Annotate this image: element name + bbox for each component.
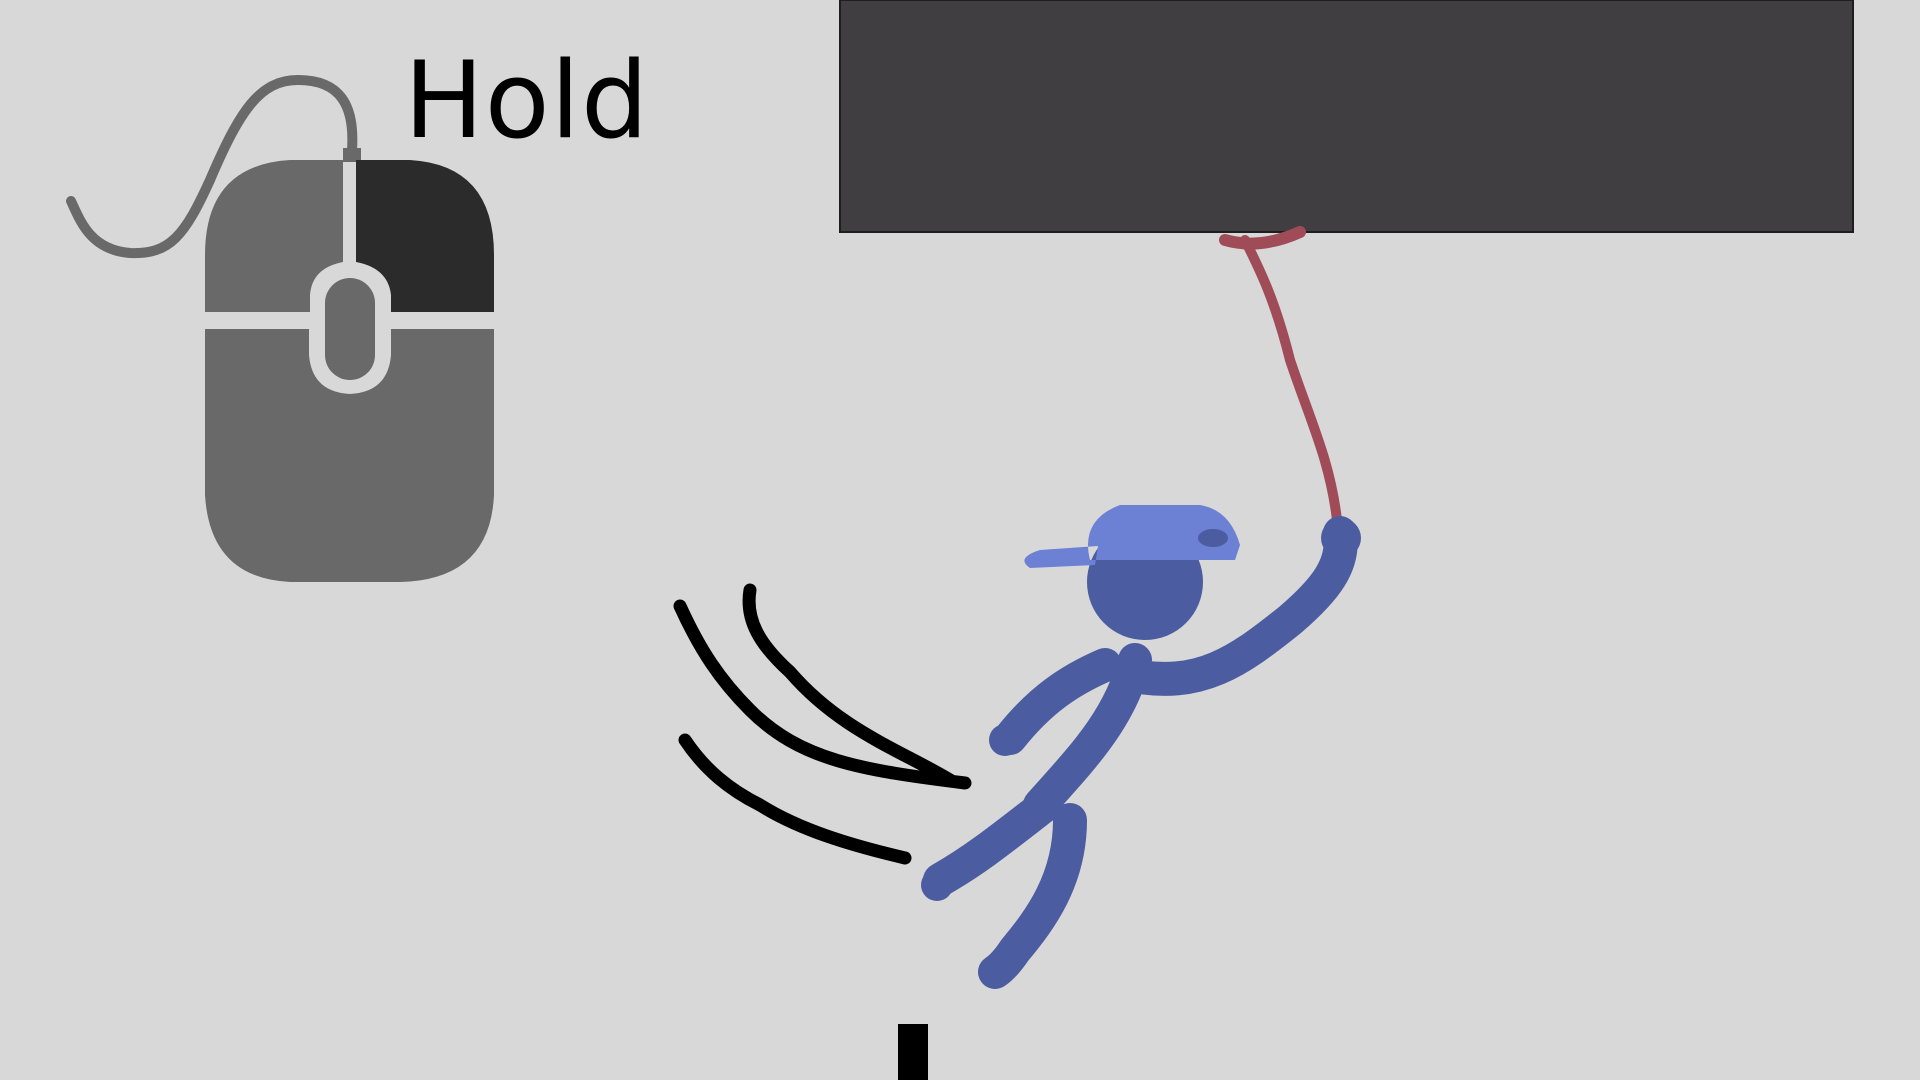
player-character (921, 505, 1361, 989)
player-foot (989, 724, 1021, 756)
player-arm-raised (1113, 516, 1358, 696)
grapple-platform (839, 0, 1854, 233)
hold-instruction-label: Hold (404, 39, 650, 162)
mouse-left-button (205, 160, 343, 312)
player-leg-back (923, 788, 1062, 897)
player-torso (1023, 643, 1152, 822)
player-hand (979, 956, 1011, 988)
player-hand (1321, 518, 1361, 558)
motion-line (673, 599, 972, 790)
motion-line (678, 733, 912, 865)
ground-post (898, 1024, 928, 1080)
mouse-right-button (356, 160, 494, 312)
player-foot (921, 869, 953, 901)
player-cap-icon (1024, 505, 1240, 568)
mouse-right-button-icon (66, 74, 494, 582)
motion-lines (673, 583, 972, 865)
mouse-cable-connector (343, 148, 361, 162)
mouse-body (205, 329, 494, 582)
grapple-rope (1240, 235, 1345, 545)
motion-line (742, 583, 957, 787)
grapple-anchor (1219, 226, 1306, 250)
mouse-cable (66, 74, 358, 259)
player-eye (1198, 529, 1228, 547)
player-arm-back (993, 648, 1122, 755)
mouse-scroll-wheel (325, 278, 375, 380)
